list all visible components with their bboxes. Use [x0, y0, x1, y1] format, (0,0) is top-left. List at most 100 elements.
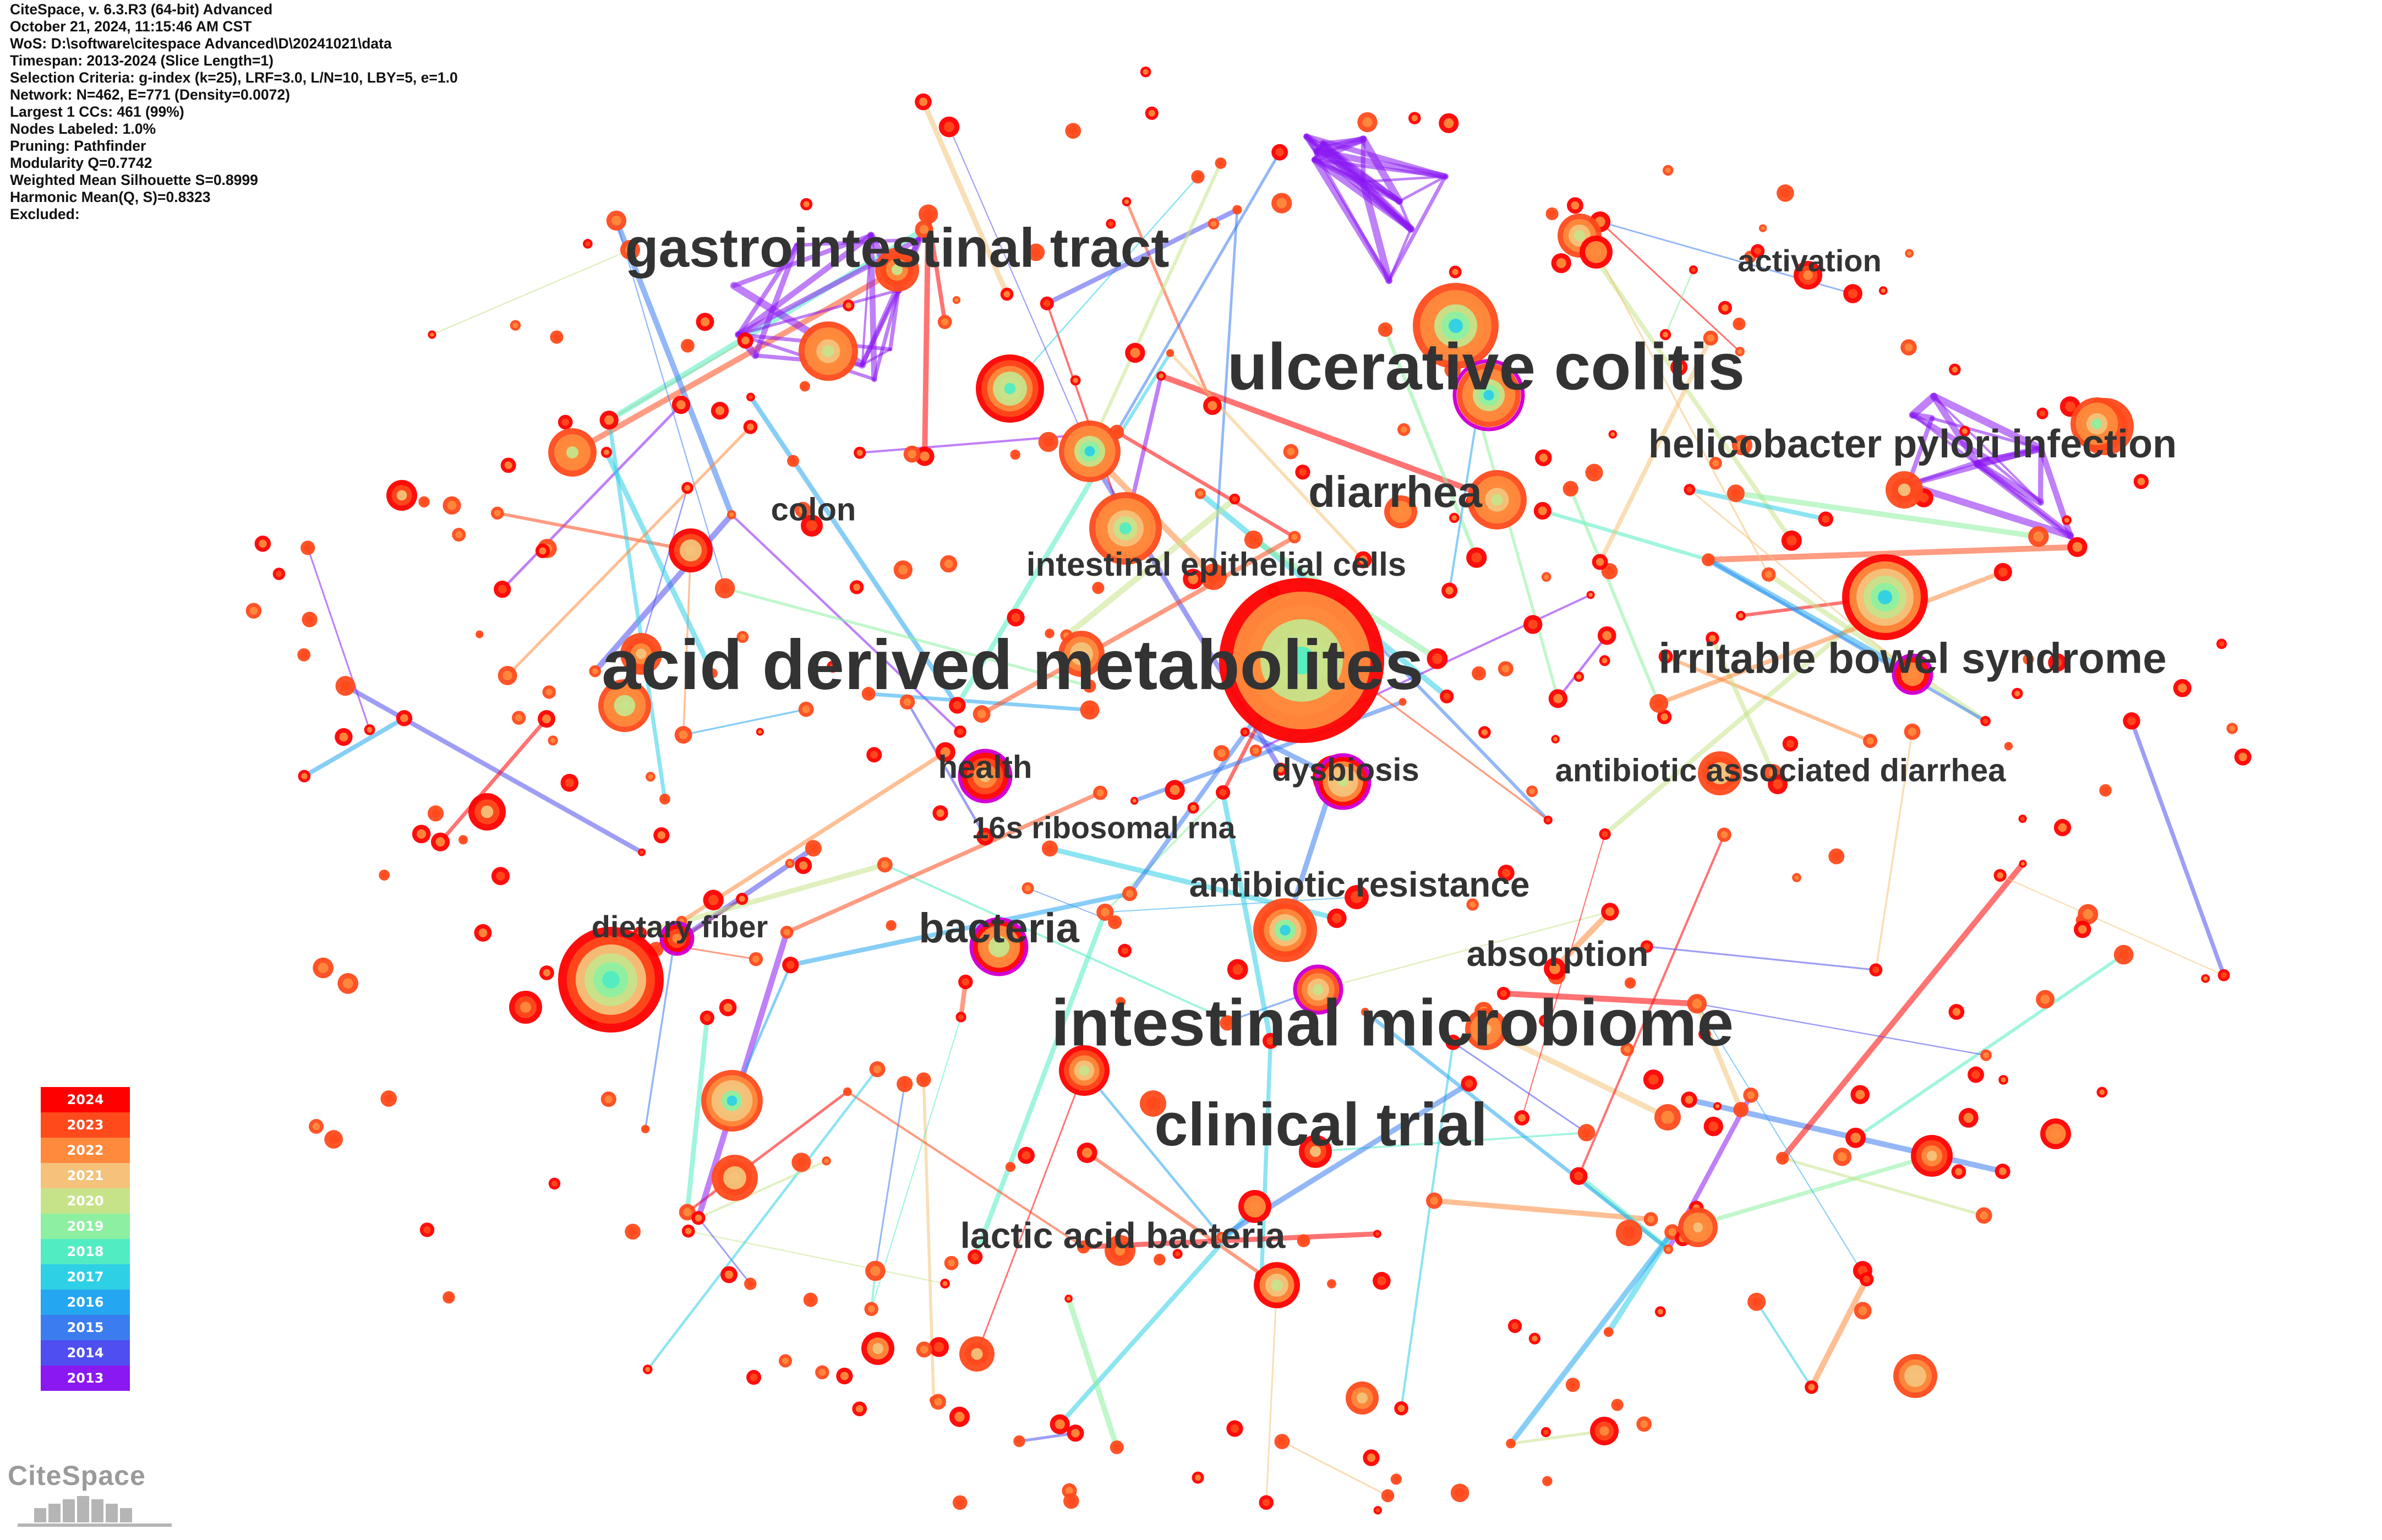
keyword-node[interactable]	[2004, 741, 2013, 751]
keyword-node[interactable]	[877, 857, 893, 873]
keyword-node[interactable]	[791, 1153, 811, 1172]
keyword-node[interactable]	[1751, 244, 1765, 258]
keyword-node[interactable]	[1271, 193, 1292, 214]
keyword-node[interactable]	[1108, 915, 1122, 930]
keyword-node[interactable]	[620, 239, 641, 260]
keyword-node[interactable]	[1624, 977, 1636, 989]
keyword-node[interactable]	[1993, 563, 2012, 582]
keyword-node[interactable]	[298, 769, 311, 783]
keyword-node[interactable]	[1259, 1495, 1274, 1510]
keyword-node[interactable]	[961, 752, 1009, 800]
keyword-node[interactable]	[379, 870, 390, 881]
keyword-node[interactable]	[498, 665, 517, 685]
keyword-node[interactable]	[1995, 1164, 2011, 1179]
keyword-node[interactable]	[1542, 1476, 1553, 1487]
keyword-node[interactable]	[1663, 1244, 1674, 1254]
keyword-node[interactable]	[1089, 492, 1162, 565]
keyword-node[interactable]	[1208, 218, 1220, 230]
keyword-node[interactable]	[681, 338, 695, 353]
keyword-node[interactable]	[548, 1177, 561, 1190]
keyword-node[interactable]	[1000, 287, 1014, 301]
keyword-node[interactable]	[335, 676, 356, 696]
keyword-node[interactable]	[297, 648, 311, 662]
keyword-node[interactable]	[1297, 1234, 1310, 1248]
keyword-node[interactable]	[1130, 796, 1139, 805]
keyword-node[interactable]	[1439, 113, 1459, 133]
keyword-node[interactable]	[2113, 944, 2134, 965]
keyword-node[interactable]	[335, 728, 353, 746]
keyword-node[interactable]	[843, 299, 855, 312]
keyword-node[interactable]	[679, 1204, 696, 1221]
keyword-node[interactable]	[1713, 1102, 1722, 1111]
keyword-node[interactable]	[1216, 1232, 1227, 1242]
keyword-node[interactable]	[641, 1124, 650, 1134]
keyword-node[interactable]	[1611, 1399, 1624, 1411]
keyword-node[interactable]	[1274, 762, 1287, 776]
keyword-node[interactable]	[491, 867, 510, 886]
keyword-node[interactable]	[589, 665, 602, 678]
keyword-node[interactable]	[719, 998, 737, 1017]
keyword-node[interactable]	[1709, 456, 1722, 470]
keyword-node[interactable]	[1041, 840, 1058, 857]
keyword-label-irritable-bowel-syndrome[interactable]: irritable bowel syndrome	[1658, 634, 2166, 682]
keyword-node[interactable]	[938, 116, 960, 138]
keyword-node[interactable]	[720, 1266, 738, 1284]
keyword-node[interactable]	[1254, 1262, 1300, 1308]
keyword-node[interactable]	[418, 496, 430, 507]
keyword-node[interactable]	[869, 1061, 886, 1078]
keyword-node[interactable]	[1948, 1004, 1965, 1020]
keyword-node[interactable]	[932, 805, 948, 821]
keyword-node[interactable]	[1200, 564, 1227, 590]
keyword-node[interactable]	[1106, 219, 1116, 229]
keyword-node[interactable]	[780, 925, 794, 939]
keyword-node[interactable]	[1021, 882, 1034, 894]
keyword-node[interactable]	[542, 685, 556, 699]
keyword-node[interactable]	[897, 1075, 913, 1093]
keyword-node[interactable]	[1067, 1424, 1084, 1442]
keyword-node[interactable]	[1083, 679, 1096, 693]
keyword-node[interactable]	[1843, 284, 1862, 303]
keyword-node[interactable]	[302, 611, 318, 627]
keyword-node[interactable]	[2123, 712, 2140, 730]
keyword-node[interactable]	[1818, 511, 1834, 527]
keyword-node[interactable]	[1498, 661, 1514, 676]
keyword-node[interactable]	[1592, 554, 1608, 570]
keyword-node[interactable]	[1968, 1066, 1984, 1083]
keyword-node[interactable]	[1381, 1489, 1395, 1503]
keyword-node[interactable]	[1703, 330, 1718, 346]
keyword-node[interactable]	[2036, 990, 2055, 1009]
keyword-node[interactable]	[795, 856, 812, 875]
keyword-node[interactable]	[973, 705, 991, 723]
keyword-node[interactable]	[1227, 959, 1248, 980]
keyword-node[interactable]	[625, 1224, 641, 1240]
keyword-node[interactable]	[1213, 745, 1230, 762]
keyword-node[interactable]	[1219, 578, 1384, 743]
keyword-node[interactable]	[2040, 1118, 2071, 1149]
keyword-node[interactable]	[642, 1364, 653, 1374]
keyword-node[interactable]	[1580, 236, 1613, 269]
keyword-node[interactable]	[849, 580, 864, 594]
keyword-node[interactable]	[1183, 569, 1204, 589]
keyword-node[interactable]	[1758, 224, 1767, 232]
keyword-node[interactable]	[1449, 265, 1462, 278]
keyword-node[interactable]	[620, 633, 662, 675]
keyword-node[interactable]	[1603, 1327, 1614, 1337]
keyword-node[interactable]	[2133, 474, 2149, 489]
keyword-node[interactable]	[1274, 1434, 1290, 1450]
keyword-node[interactable]	[1122, 197, 1132, 206]
keyword-node[interactable]	[494, 580, 511, 598]
keyword-node[interactable]	[861, 1332, 894, 1365]
keyword-node[interactable]	[916, 1072, 931, 1088]
keyword-node[interactable]	[1063, 1493, 1079, 1509]
keyword-node[interactable]	[1295, 465, 1310, 480]
keyword-node[interactable]	[681, 1224, 695, 1238]
keyword-node[interactable]	[1854, 1302, 1872, 1320]
keyword-node[interactable]	[1792, 873, 1801, 882]
keyword-label-colon[interactable]: colon	[771, 492, 856, 527]
keyword-node[interactable]	[1465, 1008, 1507, 1050]
keyword-node[interactable]	[836, 1367, 853, 1385]
keyword-node[interactable]	[1203, 396, 1222, 415]
keyword-node[interactable]	[1577, 1124, 1596, 1142]
keyword-node[interactable]	[2217, 969, 2230, 981]
keyword-node[interactable]	[510, 320, 521, 331]
